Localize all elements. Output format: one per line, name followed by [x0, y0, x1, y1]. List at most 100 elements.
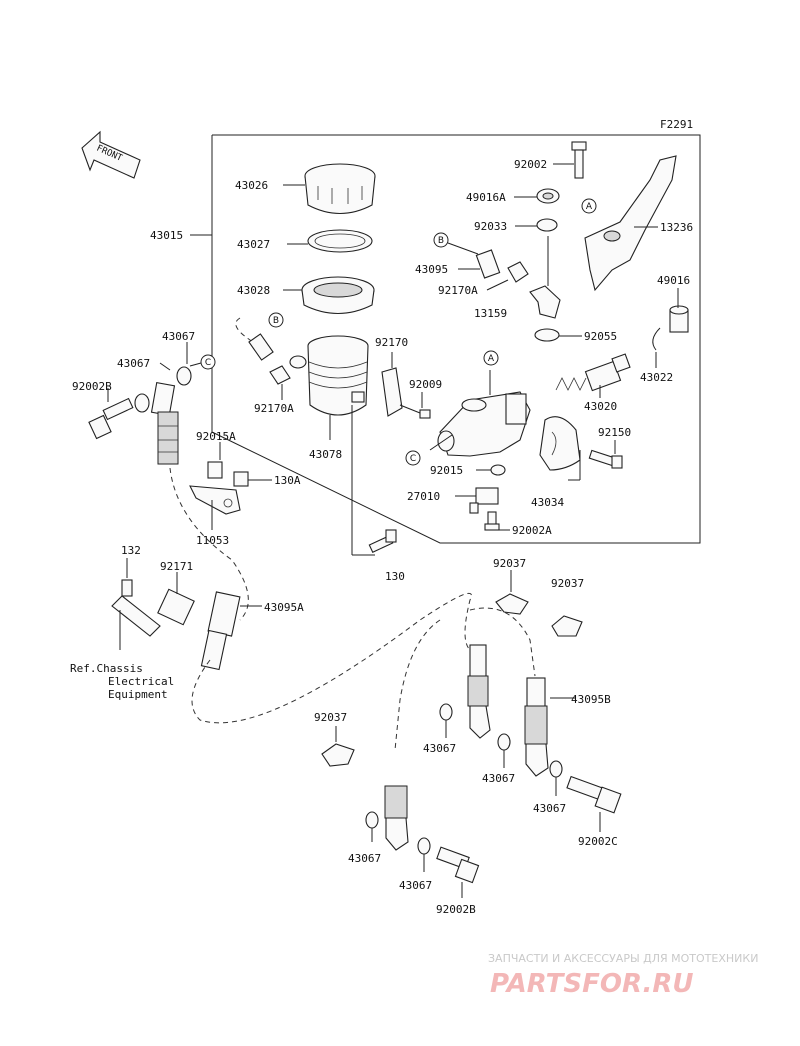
callout-a-body — [483, 350, 499, 366]
label-43067-g: 43067 — [399, 879, 432, 892]
washer-92015 — [490, 464, 506, 476]
hose-fitting-lower-b — [384, 785, 409, 851]
o-ring-92055 — [534, 328, 560, 342]
label-130: 130 — [385, 570, 405, 583]
label-27010: 27010 — [407, 490, 440, 503]
reservoir-plate — [307, 229, 373, 253]
clamp-92037-c — [321, 743, 355, 767]
svg-text:A: A — [488, 354, 495, 364]
label-92002c: 92002C — [578, 835, 618, 848]
clamp-92170a-right — [507, 261, 529, 283]
hose-43095a — [200, 591, 241, 671]
clamp-92171 — [111, 588, 195, 637]
label-43015: 43015 — [150, 229, 183, 242]
screw-92002a — [484, 511, 500, 531]
label-13159: 13159 — [474, 307, 507, 320]
label-49016: 49016 — [657, 274, 690, 287]
bushing-49016 — [669, 305, 689, 333]
label-92170: 92170 — [375, 336, 408, 349]
circlip-43022 — [652, 327, 661, 351]
reservoir-cap — [304, 163, 376, 214]
label-92002: 92002 — [514, 158, 547, 171]
bolt-130 — [368, 529, 397, 554]
label-92055: 92055 — [584, 330, 617, 343]
pivot-bolt-92002 — [571, 141, 587, 179]
bolt-92002b-top — [88, 397, 134, 440]
label-92171: 92171 — [160, 560, 193, 573]
reservoir-body — [307, 335, 369, 416]
clamp-92037-b — [551, 615, 583, 637]
label-92033: 92033 — [474, 220, 507, 233]
label-43067-d: 43067 — [482, 772, 515, 785]
label-43028: 43028 — [237, 284, 270, 297]
diagram-code: F2291 — [660, 118, 693, 131]
reservoir-diaphragm — [301, 276, 375, 314]
hose-43095-left — [248, 333, 274, 361]
nut-49016a — [536, 188, 560, 204]
label-43022: 43022 — [640, 371, 673, 384]
label-43020: 43020 — [584, 400, 617, 413]
label-43027: 43027 — [237, 238, 270, 251]
callout-a-lever — [581, 198, 597, 214]
ref-note-line3: Equipment — [108, 688, 168, 701]
washer-43067-top — [176, 366, 192, 386]
ref-note-line2: Electrical — [108, 675, 174, 688]
banjo-fitting-left — [150, 382, 179, 465]
washer-43067-g — [417, 837, 431, 855]
piston-assembly-43020 — [555, 353, 631, 392]
clamp-92037-a — [495, 593, 529, 615]
bracket-92170 — [381, 367, 403, 417]
svg-text:C: C — [205, 358, 211, 368]
collar-130a — [233, 471, 249, 487]
label-43067-mid: 43067 — [117, 357, 150, 370]
front-arrow-icon: FRONT — [81, 130, 141, 179]
label-11053: 11053 — [196, 534, 229, 547]
label-92037-c: 92037 — [314, 711, 347, 724]
label-43095a: 43095A — [264, 601, 304, 614]
washer-43067-d — [497, 733, 511, 751]
washer-43067-c — [439, 703, 453, 721]
label-13236: 13236 — [660, 221, 693, 234]
callout-b-left — [268, 312, 284, 328]
bolt-92150 — [588, 449, 623, 469]
label-43067-f: 43067 — [348, 852, 381, 865]
screw-92009 — [399, 404, 431, 419]
svg-text:C: C — [410, 454, 416, 464]
label-43026: 43026 — [235, 179, 268, 192]
label-92002a: 92002A — [512, 524, 552, 537]
label-130a: 130A — [274, 474, 301, 487]
callout-c-body — [405, 450, 421, 466]
label-43067-top: 43067 — [162, 330, 195, 343]
hose-fitting-lower-a — [467, 644, 491, 739]
label-92037-a: 92037 — [493, 557, 526, 570]
clip-92033 — [536, 218, 558, 232]
brake-switch-27010 — [469, 487, 499, 514]
svg-text:B: B — [273, 316, 279, 326]
label-43067-e: 43067 — [533, 802, 566, 815]
label-92170a-left: 92170A — [254, 402, 294, 415]
label-92002b-bottom: 92002B — [436, 903, 476, 916]
svg-text:B: B — [438, 236, 444, 246]
hose-43095-right — [475, 249, 501, 279]
label-92150: 92150 — [598, 426, 631, 439]
label-92002b-top: 92002B — [72, 380, 112, 393]
label-43095b: 43095B — [571, 693, 611, 706]
grommet-92015a — [207, 461, 223, 479]
bracket-11053 — [189, 485, 241, 515]
label-92015a: 92015A — [196, 430, 236, 443]
assembly-outline — [211, 134, 701, 544]
hose-43095b — [524, 677, 549, 777]
svg-text:A: A — [586, 202, 593, 212]
label-43078: 43078 — [309, 448, 342, 461]
hose-fitting-13159 — [529, 236, 561, 319]
washer-43067-mid — [134, 393, 150, 413]
clamp-holder-43034 — [539, 416, 581, 471]
ref-note-line1: Ref.Chassis — [70, 662, 143, 675]
watermark-tagline: ЗАПЧАСТИ И АКСЕССУАРЫ ДЛЯ МОТОТЕХНИКИ — [488, 952, 758, 965]
washer-43067-e — [549, 760, 563, 778]
label-43067-c: 43067 — [423, 742, 456, 755]
watermark-logo: PARTSFOR.RU — [490, 969, 693, 999]
label-92009: 92009 — [409, 378, 442, 391]
label-92015: 92015 — [430, 464, 463, 477]
